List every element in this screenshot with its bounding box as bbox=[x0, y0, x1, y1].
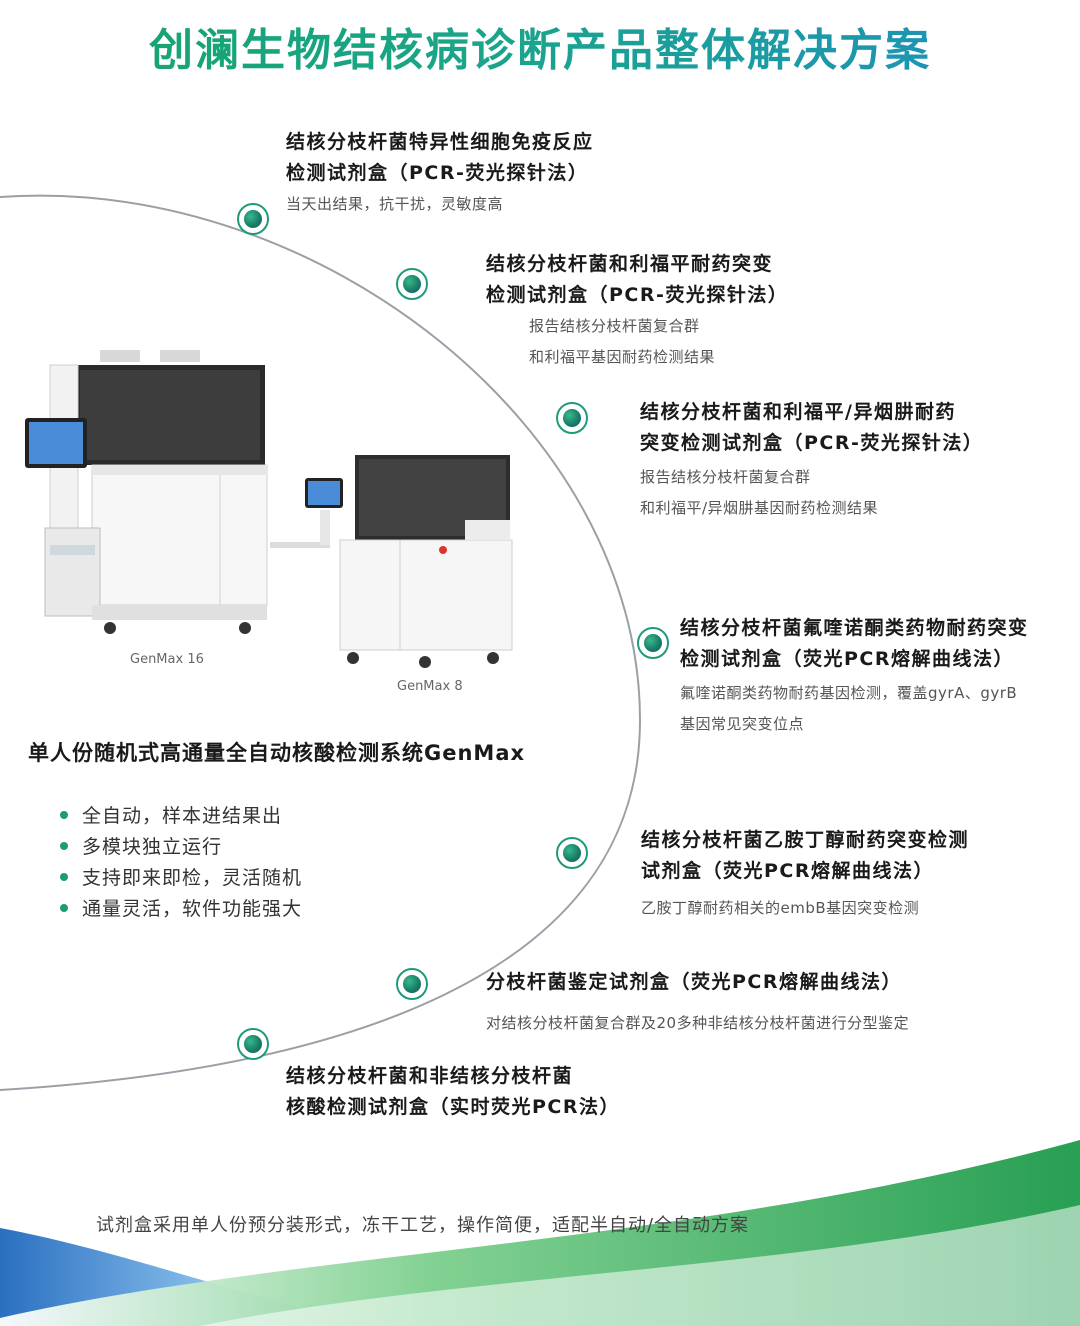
product-desc-line: 基因常见突变位点 bbox=[680, 715, 805, 733]
product-desc-line: 报告结核分枝杆菌复合群 bbox=[529, 317, 700, 335]
bullet-icon bbox=[60, 841, 68, 850]
timeline-dot bbox=[396, 968, 428, 1000]
product-desc-line: 和利福平基因耐药检测结果 bbox=[529, 348, 716, 366]
system-title: 单人份随机式高通量全自动核酸检测系统GenMax bbox=[28, 741, 526, 765]
page-title: 创澜生物结核病诊断产品整体解决方案 bbox=[0, 14, 1080, 78]
product-title-line: 结核分枝杆菌乙胺丁醇耐药突变检测 bbox=[641, 829, 970, 851]
product-title-line: 检测试剂盒（PCR-荧光探针法） bbox=[486, 284, 789, 306]
product-title-line: 检测试剂盒（荧光PCR熔解曲线法） bbox=[680, 648, 1015, 670]
feature-text: 支持即来即检，灵活随机 bbox=[82, 867, 303, 889]
product-item: 结核分枝杆菌特异性细胞免疫反应 检测试剂盒（PCR-荧光探针法） 当天出结果，抗… bbox=[286, 127, 594, 220]
product-title-line: 分枝杆菌鉴定试剂盒（荧光PCR熔解曲线法） bbox=[486, 971, 903, 993]
timeline-dot bbox=[237, 203, 269, 235]
product-title-line: 突变检测试剂盒（PCR-荧光探针法） bbox=[640, 432, 984, 454]
product-title-line: 试剂盒（荧光PCR熔解曲线法） bbox=[641, 860, 935, 882]
product-title-line: 结核分枝杆菌和利福平耐药突变 bbox=[486, 253, 774, 275]
feature-text: 全自动，样本进结果出 bbox=[82, 805, 283, 827]
product-item: 结核分枝杆菌和利福平/异烟肼耐药 突变检测试剂盒（PCR-荧光探针法） 报告结核… bbox=[640, 397, 983, 524]
feature-text: 通量灵活，软件功能强大 bbox=[82, 898, 303, 920]
product-item: 分枝杆菌鉴定试剂盒（荧光PCR熔解曲线法） 对结核分枝杆菌复合群及20多种非结核… bbox=[486, 967, 909, 1039]
feature-item: 支持即来即检，灵活随机 bbox=[60, 863, 302, 890]
product-title-line: 结核分枝杆菌和利福平/异烟肼耐药 bbox=[640, 401, 956, 423]
machine-label: GenMax 16 bbox=[130, 652, 204, 667]
product-title-line: 结核分枝杆菌氟喹诺酮类药物耐药突变 bbox=[680, 617, 1029, 639]
product-desc-line: 报告结核分枝杆菌复合群 bbox=[640, 468, 811, 486]
machine-label: GenMax 8 bbox=[397, 679, 463, 694]
product-desc-line: 和利福平/异烟肼基因耐药检测结果 bbox=[640, 499, 879, 517]
timeline-dot bbox=[396, 268, 428, 300]
product-desc-line: 对结核分枝杆菌复合群及20多种非结核分枝杆菌进行分型鉴定 bbox=[486, 1014, 910, 1032]
timeline-dot bbox=[237, 1028, 269, 1060]
product-title-line: 检测试剂盒（PCR-荧光探针法） bbox=[286, 162, 589, 184]
product-title-line: 结核分枝杆菌和非结核分枝杆菌 bbox=[286, 1065, 574, 1087]
product-desc-line: 当天出结果，抗干扰，灵敏度高 bbox=[286, 195, 504, 213]
bullet-icon bbox=[60, 903, 68, 912]
feature-item: 全自动，样本进结果出 bbox=[60, 801, 282, 828]
genmax8-illustration bbox=[270, 455, 513, 668]
timeline-dot bbox=[556, 402, 588, 434]
footer-note: 试剂盒采用单人份预分装形式，冻干工艺，操作简便，适配半自动/全自动方案 bbox=[96, 1215, 750, 1236]
bullet-icon bbox=[60, 810, 68, 819]
timeline-dot bbox=[637, 627, 669, 659]
product-item: 结核分枝杆菌和利福平耐药突变 检测试剂盒（PCR-荧光探针法） 报告结核分枝杆菌… bbox=[486, 249, 788, 373]
bullet-icon bbox=[60, 872, 68, 881]
product-title-line: 结核分枝杆菌特异性细胞免疫反应 bbox=[286, 131, 594, 153]
feature-item: 通量灵活，软件功能强大 bbox=[60, 894, 302, 921]
product-item: 结核分枝杆菌氟喹诺酮类药物耐药突变 检测试剂盒（荧光PCR熔解曲线法） 氟喹诺酮… bbox=[680, 613, 1029, 740]
product-item: 结核分枝杆菌和非结核分枝杆菌 核酸检测试剂盒（实时荧光PCR法） bbox=[286, 1061, 620, 1123]
feature-text: 多模块独立运行 bbox=[82, 836, 223, 858]
feature-item: 多模块独立运行 bbox=[60, 832, 222, 859]
genmax16-illustration bbox=[25, 350, 268, 634]
timeline-arc bbox=[0, 194, 642, 1091]
product-title-line: 核酸检测试剂盒（实时荧光PCR法） bbox=[286, 1096, 621, 1118]
timeline-dot bbox=[556, 837, 588, 869]
product-item: 结核分枝杆菌乙胺丁醇耐药突变检测 试剂盒（荧光PCR熔解曲线法） 乙胺丁醇耐药相… bbox=[641, 825, 969, 924]
product-desc-line: 氟喹诺酮类药物耐药基因检测，覆盖gyrA、gyrB bbox=[680, 684, 1018, 702]
product-desc-line: 乙胺丁醇耐药相关的embB基因突变检测 bbox=[641, 899, 920, 917]
